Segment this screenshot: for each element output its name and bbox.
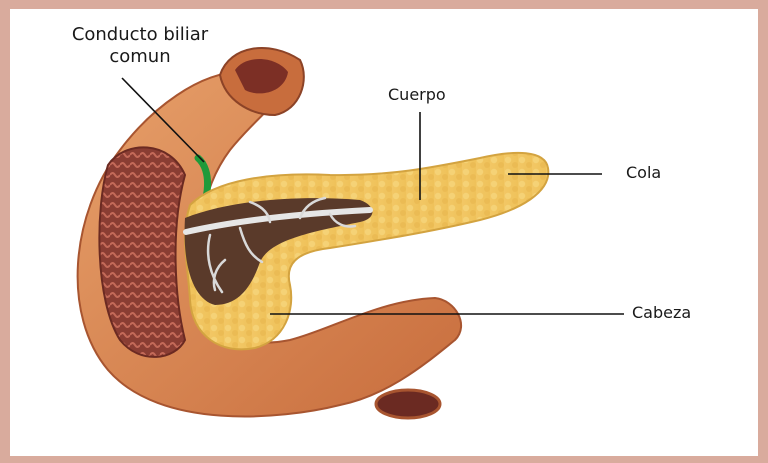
label-cuerpo: Cuerpo: [388, 84, 446, 106]
label-duct-line1: Conducto biliar: [60, 24, 220, 46]
label-cola: Cola: [626, 162, 661, 184]
duodenum-mucosa: [99, 147, 185, 357]
label-cabeza: Cabeza: [632, 302, 691, 324]
label-duct-line2: comun: [60, 46, 220, 68]
duodenum-lumen: [376, 390, 440, 418]
label-conducto-biliar: Conducto biliar comun: [60, 24, 220, 68]
